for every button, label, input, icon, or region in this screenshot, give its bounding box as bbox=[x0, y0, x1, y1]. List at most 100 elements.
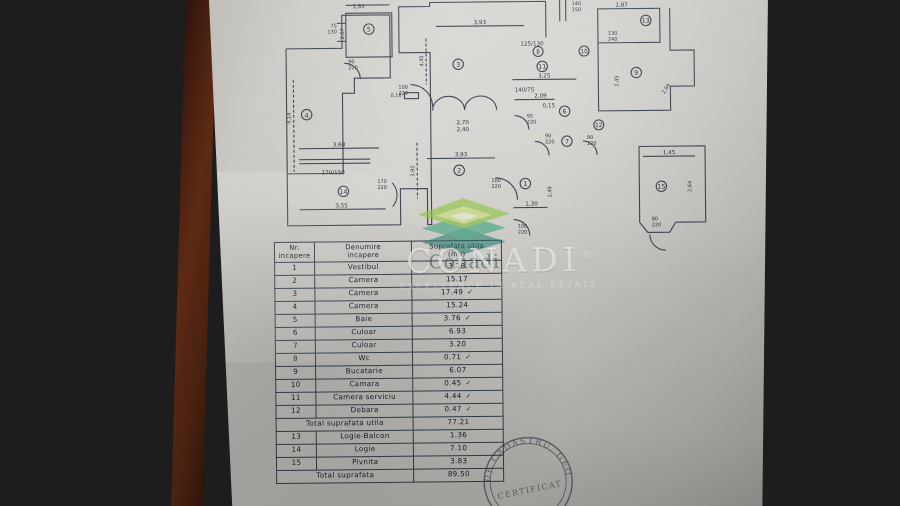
cell-room-area: 0.45✓ bbox=[413, 377, 503, 392]
checkmark-icon: ✓ bbox=[464, 314, 472, 323]
svg-text:2: 2 bbox=[457, 168, 461, 175]
cell-room-number: 1 bbox=[274, 262, 315, 276]
svg-text:1,30: 1,30 bbox=[525, 201, 538, 207]
cell-room-name: Baie bbox=[315, 313, 413, 328]
svg-text:220: 220 bbox=[491, 184, 501, 190]
svg-text:2,45: 2,45 bbox=[614, 76, 620, 87]
svg-text:90: 90 bbox=[545, 133, 551, 139]
svg-text:95: 95 bbox=[527, 114, 533, 120]
svg-text:90: 90 bbox=[587, 135, 593, 141]
svg-text:130: 130 bbox=[608, 31, 618, 37]
cell-room-name: Bucatarie bbox=[315, 365, 414, 380]
cell-room-name: Camara bbox=[315, 378, 414, 393]
svg-text:125/130: 125/130 bbox=[520, 41, 544, 47]
svg-text:4,45: 4,45 bbox=[419, 55, 425, 66]
cell-room-number: 15 bbox=[276, 457, 317, 471]
header-name-line2: incapere bbox=[347, 251, 380, 260]
cell-room-area: 7.10 bbox=[413, 442, 504, 457]
svg-text:3,25: 3,25 bbox=[538, 73, 551, 79]
cell-room-name: Camera bbox=[314, 300, 413, 315]
svg-text:220: 220 bbox=[545, 139, 555, 145]
svg-text:0,15: 0,15 bbox=[543, 103, 556, 109]
cell-room-area: 3.76✓ bbox=[412, 312, 503, 327]
cell-room-number: 2 bbox=[274, 275, 315, 289]
cell-room-number: 3 bbox=[274, 288, 315, 302]
cell-room-number: 4 bbox=[274, 301, 316, 315]
svg-text:100: 100 bbox=[518, 224, 528, 230]
svg-text:220: 220 bbox=[518, 230, 528, 236]
cell-room-area: 3.20 bbox=[412, 338, 503, 353]
svg-text:220: 220 bbox=[527, 119, 537, 125]
cell-room-name: Camera bbox=[314, 274, 413, 289]
cell-room-area: 4.44✓ bbox=[413, 390, 503, 405]
cell-room-area: 15.17 bbox=[412, 273, 502, 288]
svg-text:11: 11 bbox=[538, 64, 546, 71]
cell-room-area: 6.07 bbox=[413, 364, 503, 379]
checkmark-icon: ✓ bbox=[465, 405, 472, 414]
cell-room-area: 15.24 bbox=[412, 299, 503, 314]
header-nr-line2: incapere bbox=[278, 251, 311, 260]
svg-text:240: 240 bbox=[608, 37, 618, 43]
cell-room-number: 8 bbox=[275, 353, 316, 367]
cell-room-number: 13 bbox=[276, 431, 317, 445]
cell-room-name: Logie bbox=[316, 443, 414, 458]
document-content: 5 1,91 75 130 2,57 90 220 4 4,14 bbox=[208, 0, 768, 506]
cell-room-area: 3.28 bbox=[412, 260, 502, 275]
svg-text:4: 4 bbox=[305, 113, 309, 120]
header-nr-line1: Nr. bbox=[289, 243, 300, 252]
cell-total-usable-label: Total suprafata utila bbox=[276, 417, 414, 432]
svg-text:10: 10 bbox=[580, 49, 588, 55]
svg-text:13: 13 bbox=[642, 18, 650, 25]
cell-room-number: 5 bbox=[275, 314, 316, 328]
svg-text:150: 150 bbox=[572, 7, 582, 13]
checkmark-icon: ✓ bbox=[465, 392, 472, 401]
header-name: Denumire incapere bbox=[314, 241, 413, 263]
cell-room-name: Logie-Balcon bbox=[316, 430, 414, 445]
checkmark-icon: ✓ bbox=[465, 379, 472, 388]
svg-text:2,09: 2,09 bbox=[534, 93, 547, 99]
cell-room-number: 14 bbox=[276, 444, 317, 458]
header-area-line1: Suprafata utila bbox=[429, 241, 485, 251]
svg-text:2,84: 2,84 bbox=[661, 83, 672, 96]
cell-grand-total-area: 89.50 bbox=[414, 468, 504, 483]
cell-room-name: Culoar bbox=[315, 326, 413, 341]
cell-grand-total-label: Total suprafata bbox=[276, 469, 415, 484]
svg-text:3,55: 3,55 bbox=[335, 203, 348, 209]
svg-text:100: 100 bbox=[491, 178, 501, 184]
svg-text:6: 6 bbox=[563, 109, 567, 116]
svg-text:80: 80 bbox=[652, 216, 658, 222]
svg-text:12: 12 bbox=[595, 123, 603, 129]
table-header-row: Nr. incapere Denumire incapere Suprafata… bbox=[274, 240, 502, 263]
svg-text:140: 140 bbox=[572, 1, 582, 7]
cell-room-area: 1.36 bbox=[413, 429, 504, 444]
svg-text:220: 220 bbox=[348, 65, 358, 71]
room-schedule-table: Nr. incapere Denumire incapere Suprafata… bbox=[273, 239, 505, 485]
cell-room-number: 7 bbox=[275, 340, 316, 354]
checkmark-icon: ✓ bbox=[465, 353, 472, 362]
cell-total-usable-area: 77.21 bbox=[413, 416, 504, 431]
cell-room-name: Debara bbox=[315, 404, 414, 419]
paper-document: 5 1,91 75 130 2,57 90 220 4 4,14 bbox=[208, 0, 768, 506]
svg-text:220: 220 bbox=[398, 91, 408, 97]
cell-room-number: 12 bbox=[275, 405, 317, 419]
cell-room-name: Culoar bbox=[315, 339, 413, 354]
header-area-line2: (mp) bbox=[447, 250, 466, 259]
svg-text:2,49: 2,49 bbox=[547, 186, 553, 197]
svg-text:75: 75 bbox=[330, 23, 336, 29]
svg-text:140/75: 140/75 bbox=[515, 87, 535, 93]
svg-text:9: 9 bbox=[634, 70, 638, 77]
svg-text:170: 170 bbox=[377, 179, 387, 185]
cell-room-area: 6.93 bbox=[412, 325, 503, 340]
svg-text:220: 220 bbox=[377, 185, 387, 191]
svg-text:3,93: 3,93 bbox=[455, 152, 468, 158]
svg-text:1,45: 1,45 bbox=[663, 150, 676, 156]
svg-text:5: 5 bbox=[367, 26, 371, 33]
svg-text:4,14: 4,14 bbox=[287, 113, 293, 124]
checkmark-icon: ✓ bbox=[467, 288, 474, 297]
cell-room-number: 9 bbox=[275, 366, 316, 380]
floor-plan-drawing: 5 1,91 75 130 2,57 90 220 4 4,14 bbox=[285, 0, 707, 251]
cell-room-number: 6 bbox=[275, 327, 316, 341]
